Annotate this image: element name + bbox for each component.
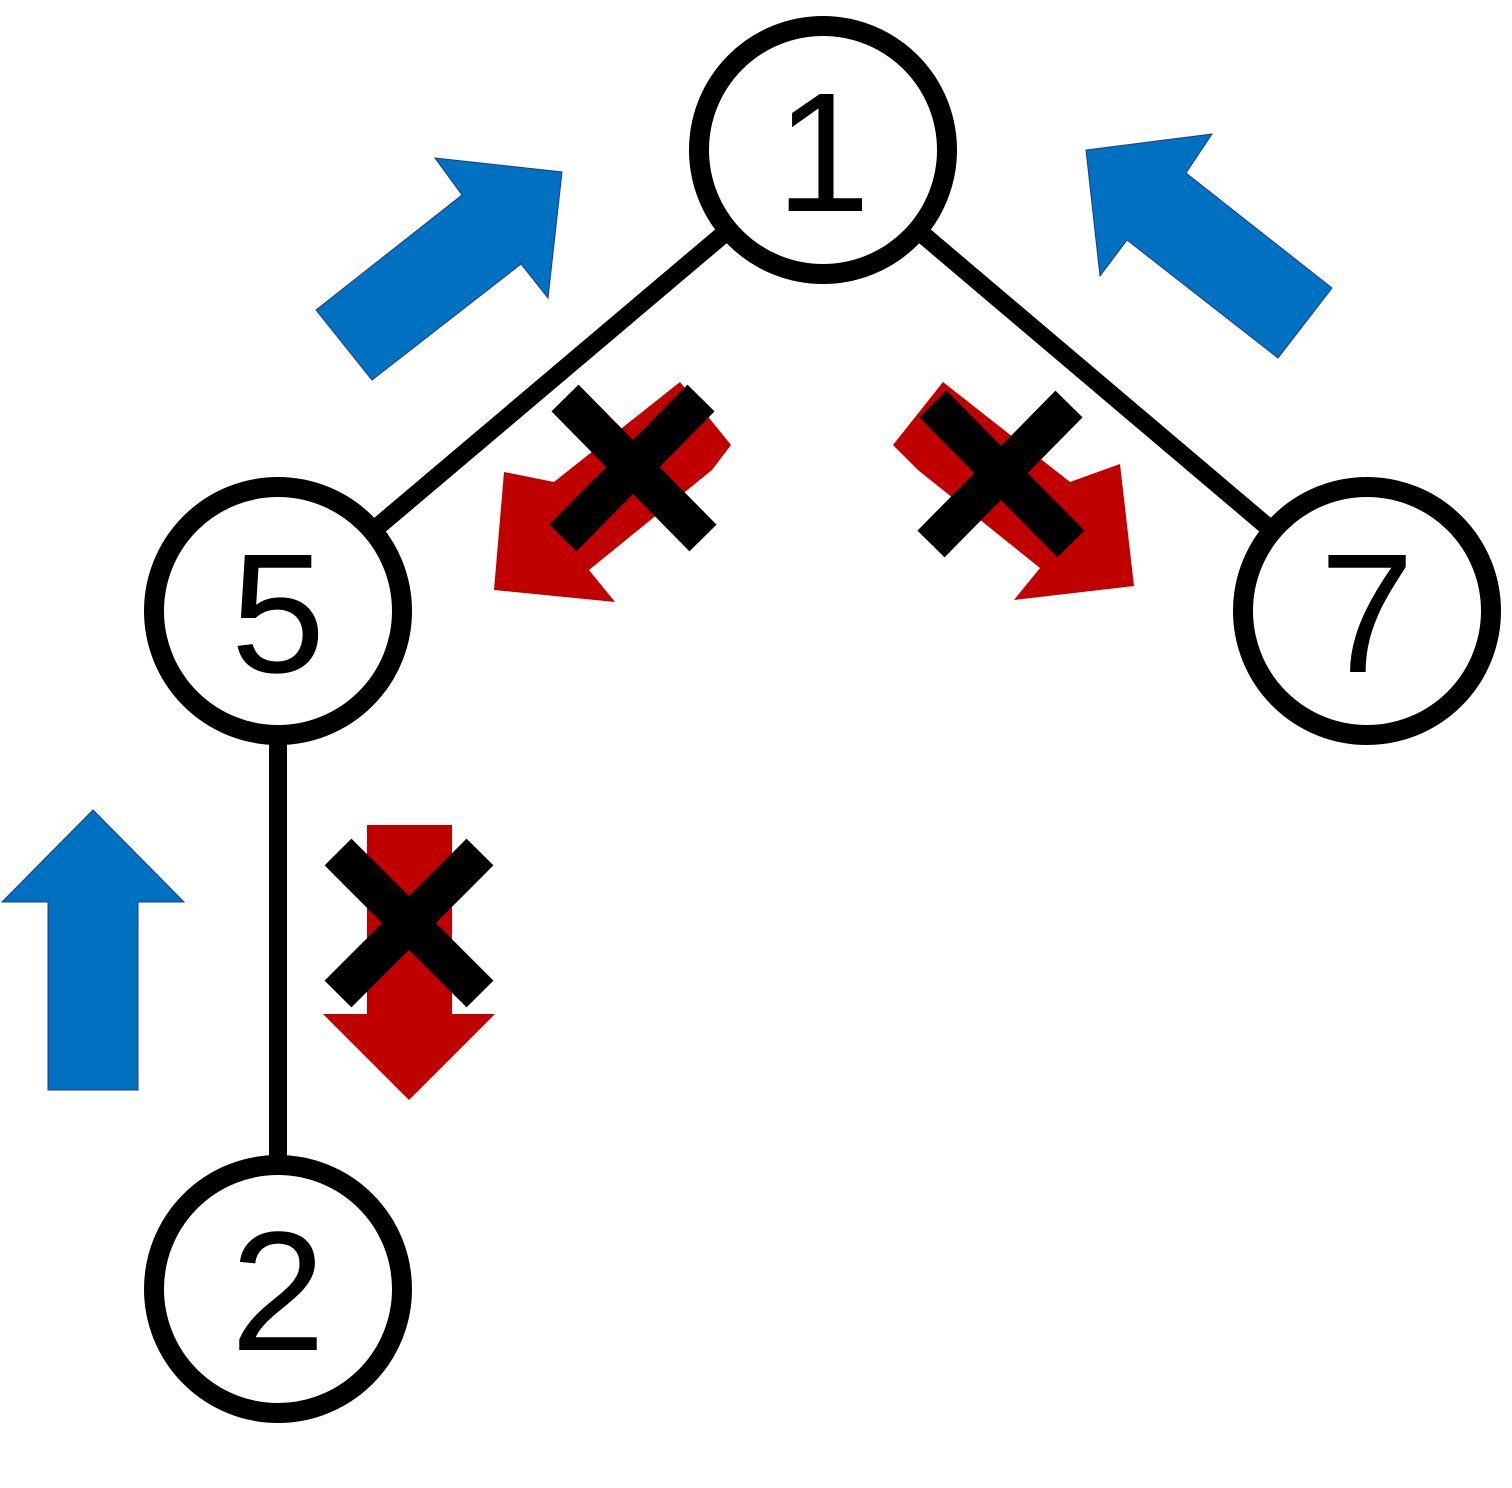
cross-mark-1-to-5 [549, 384, 717, 552]
cross-mark-1-to-7 [917, 390, 1085, 558]
node-label-1: 1 [776, 58, 871, 248]
cross-mark-5-to-2 [324, 838, 494, 1008]
up-arrow-5-to-1 [315, 157, 563, 381]
node-label-5: 5 [231, 519, 326, 709]
up-arrow-2-to-5 [0, 809, 186, 1091]
node-label-7: 7 [1320, 519, 1415, 709]
node-1: 1 [689, 16, 957, 284]
node-2: 2 [144, 1155, 412, 1423]
node-5: 5 [144, 477, 412, 745]
edge-n1-n7 [911, 223, 1279, 538]
node-7: 7 [1233, 477, 1501, 745]
edge-n1-n5 [366, 223, 735, 538]
node-label-2: 2 [231, 1197, 326, 1387]
up-arrow-7-to-1 [1085, 133, 1333, 359]
tree-edges [269, 223, 1279, 1165]
